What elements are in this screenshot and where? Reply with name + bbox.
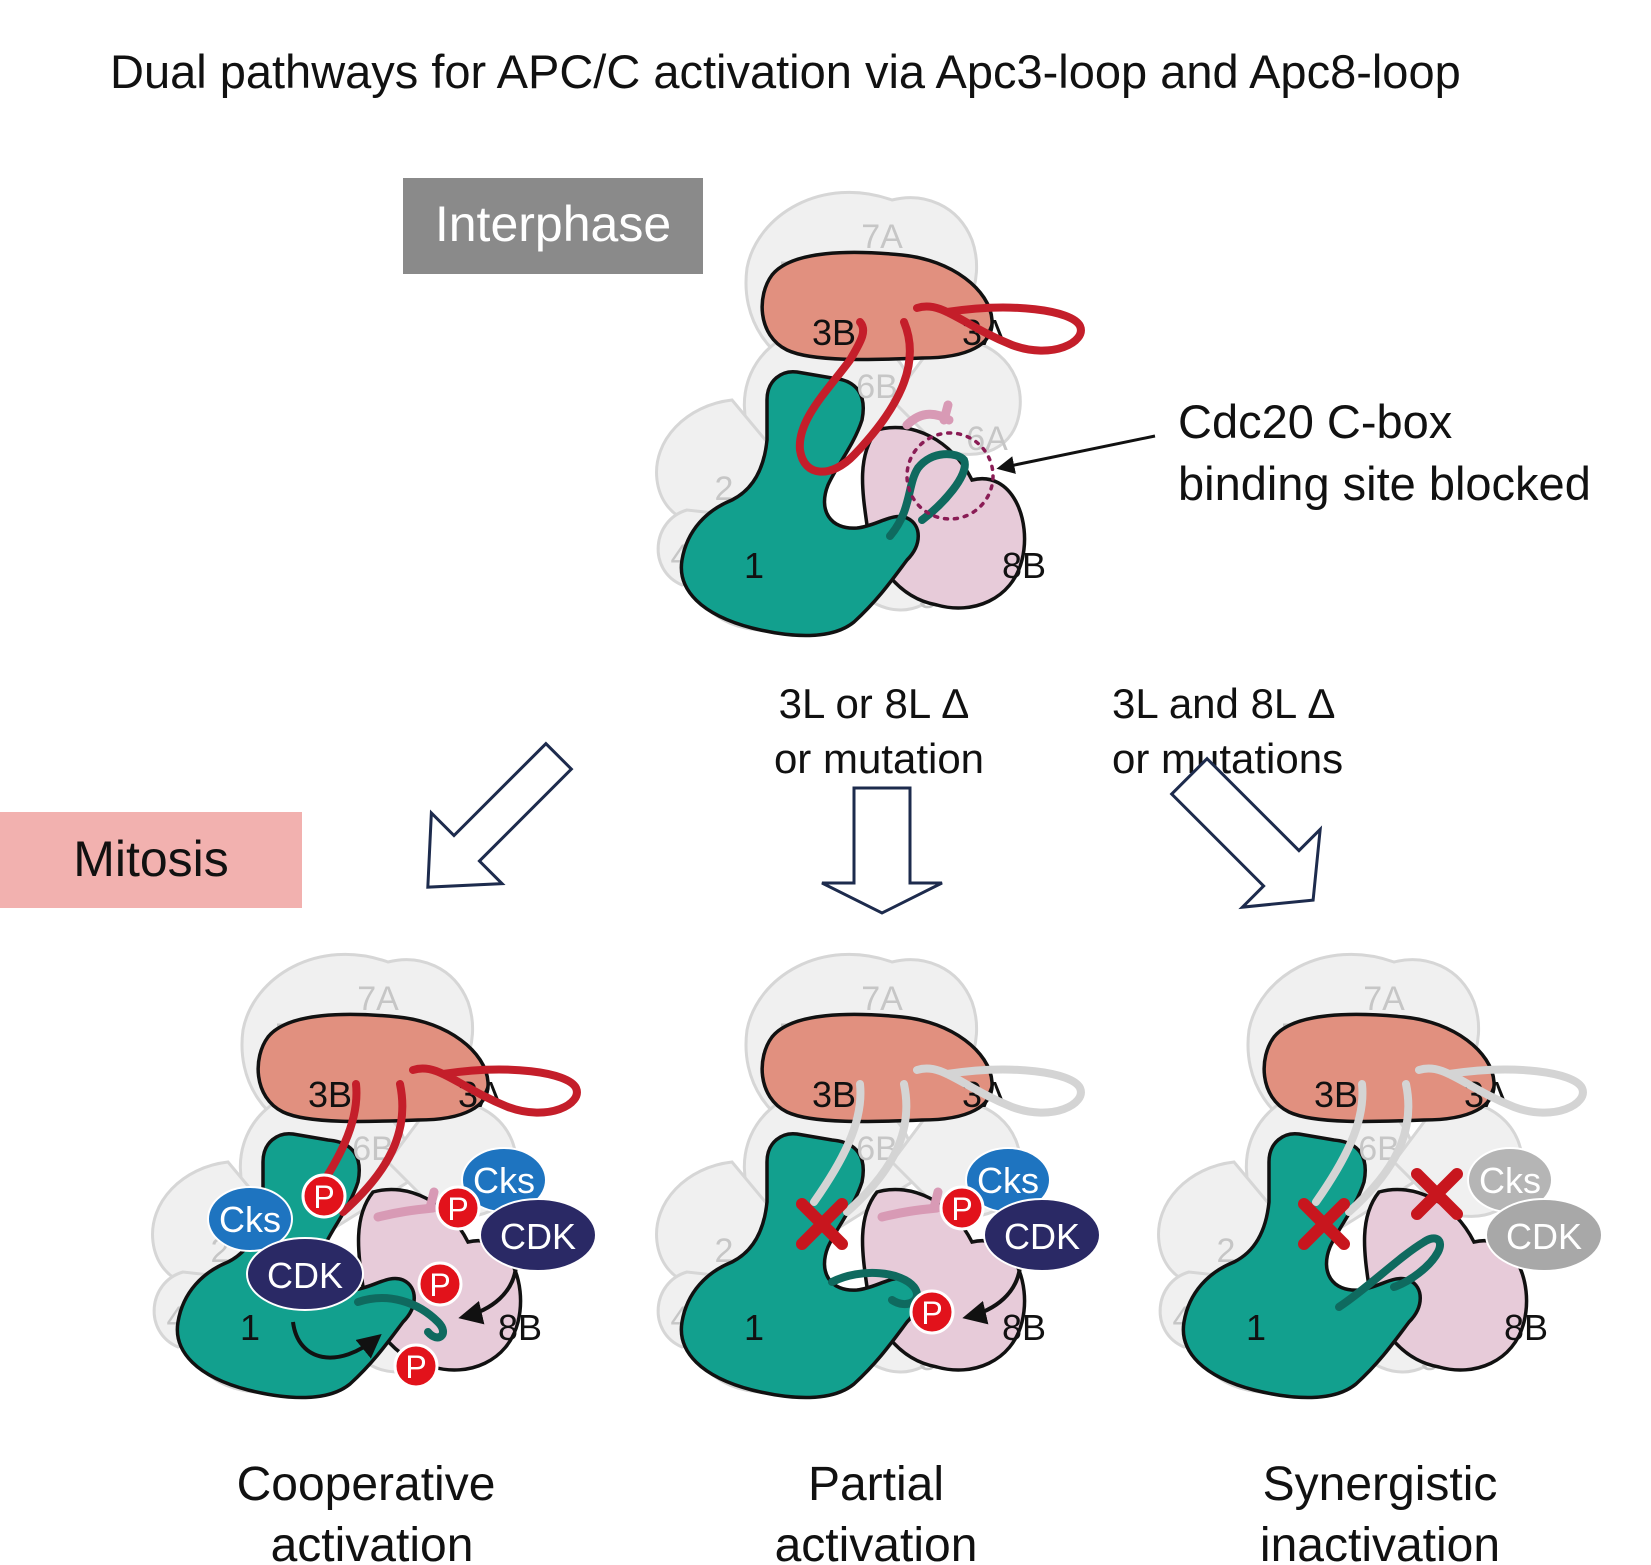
phospho-label: P	[405, 1349, 426, 1385]
phospho-label: P	[921, 1295, 942, 1331]
cbox-annotation-arrow	[996, 434, 1156, 474]
cbox-site-marker	[905, 431, 995, 521]
arrow-to-synergistic	[1169, 756, 1323, 910]
mutation-x-icon	[1298, 1198, 1350, 1250]
outcome-partial-line2: activation	[775, 1519, 978, 1565]
subunit-label-6A: 6A	[966, 420, 1008, 458]
synergistic-condition-line2: or mutations	[1112, 735, 1343, 782]
outcome-synergistic-line2: inactivation	[1260, 1519, 1500, 1565]
subunit-label-7A: 7A	[861, 980, 903, 1018]
arrow-to-cooperative	[426, 741, 574, 889]
phospho-marker	[939, 1185, 985, 1231]
subunit-label-1: 1	[744, 1307, 764, 1348]
subunit-label-2: 2	[715, 1232, 734, 1270]
interphase-label: Interphase	[403, 178, 703, 274]
subunit-label-1: 1	[1246, 1307, 1266, 1348]
cks-label: Cks	[473, 1160, 535, 1201]
outcome-synergistic-line1: Synergistic	[1263, 1458, 1498, 1511]
subunit-label-1: 1	[744, 545, 764, 586]
cks-label: Cks	[1479, 1160, 1541, 1201]
subunit-label-8B: 8B	[498, 1307, 542, 1348]
phospho-label: P	[447, 1191, 468, 1227]
cdk-label: CDK	[500, 1216, 576, 1257]
cdk-label: CDK	[1004, 1216, 1080, 1257]
mitosis-label-text: Mitosis	[73, 831, 229, 887]
cdk-label: CDK	[267, 1255, 343, 1296]
subunit-label-6B: 6B	[856, 368, 898, 406]
partial-condition-line2: or mutation	[774, 735, 984, 782]
synergistic-complex: 7A 7B 2 4 5 8B 1 6B 3B 3A Cks CDK	[1157, 952, 1603, 1400]
subunit-label-8B: 8B	[1002, 1307, 1046, 1348]
outcome-cooperative-line2: activation	[271, 1519, 474, 1565]
subunit-label-2: 2	[1217, 1232, 1236, 1270]
subunit-label-3B: 3B	[308, 1074, 352, 1115]
subunit-label-8B: 8B	[1002, 545, 1046, 586]
subunit-label-3B: 3B	[1314, 1074, 1358, 1115]
mitosis-label: Mitosis	[0, 812, 302, 908]
phospho-marker	[301, 1173, 347, 1219]
subunit-label-3B: 3B	[812, 1074, 856, 1115]
mutation-x-icon	[796, 1198, 848, 1250]
phospho-marker	[909, 1289, 955, 1335]
figure-title: Dual pathways for APC/C activation via A…	[110, 45, 1461, 98]
subunit-label-7A: 7A	[861, 218, 903, 256]
cdk-label: CDK	[1506, 1216, 1582, 1257]
interphase-complex: 7A 7B 6A 2 4 5 8B 1 6B 3B 3A	[655, 190, 1085, 638]
phospho-label: P	[313, 1179, 334, 1215]
subunit-label-8B: 8B	[1504, 1307, 1548, 1348]
cbox-annotation-line2: binding site blocked	[1178, 457, 1591, 510]
cks-label: Cks	[977, 1160, 1039, 1201]
interphase-label-text: Interphase	[435, 196, 671, 252]
subunit-label-7A: 7A	[357, 980, 399, 1018]
subunit-label-3B: 3B	[812, 312, 856, 353]
phospho-marker	[417, 1261, 463, 1307]
outcome-partial-line1: Partial	[808, 1458, 944, 1511]
subunit-label-7A: 7A	[1363, 980, 1405, 1018]
subunit-label-1: 1	[240, 1307, 260, 1348]
partial-complex: 7A 7B 2 4 5 8B 1 6B 3B 3A Cks CDK P P	[655, 952, 1101, 1400]
phospho-label: P	[429, 1267, 450, 1303]
cbox-annotation-line1: Cdc20 C-box	[1178, 395, 1452, 448]
partial-condition-line1: 3L or 8L Δ	[779, 680, 970, 727]
synergistic-condition-line1: 3L and 8L Δ	[1112, 680, 1335, 727]
cks-label: Cks	[219, 1199, 281, 1240]
phospho-marker	[435, 1185, 481, 1231]
outcome-cooperative-line1: Cooperative	[237, 1458, 496, 1511]
phospho-label: P	[951, 1191, 972, 1227]
arrow-to-partial	[821, 786, 943, 915]
mutation-x-icon	[1411, 1168, 1463, 1220]
cooperative-complex: 7A 7B 2 4 8B 1 6B 3B 3A Cks CDK Cks CDK …	[151, 952, 597, 1400]
phospho-marker	[393, 1343, 439, 1389]
subunit-label-2: 2	[715, 470, 734, 508]
